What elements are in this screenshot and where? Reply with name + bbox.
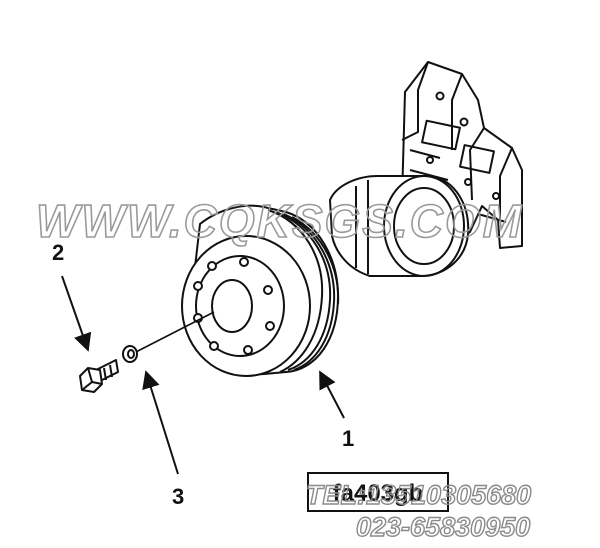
capscrew [79, 359, 119, 393]
fan-hub-housing [328, 175, 470, 277]
leader-arrows [61, 275, 345, 475]
leader-arrow-1 [319, 370, 345, 419]
leader-arrow-2 [61, 275, 92, 352]
website-watermark: WWW.CQKSGS.COM [35, 194, 524, 248]
washer [122, 345, 138, 363]
telephone-watermark: TEL:13510305680 [305, 479, 532, 510]
callout-1: 1 [342, 426, 355, 451]
phone-watermark: 023-65830950 [355, 511, 531, 542]
part-code-box: fa403gb [307, 472, 449, 512]
pulley [181, 204, 340, 377]
callout-2: 2 [52, 240, 65, 265]
assembly-axis-line [131, 311, 215, 355]
callout-3: 3 [172, 484, 185, 509]
part-code-label: fa403gb [332, 480, 424, 507]
leader-arrow-3 [142, 370, 179, 475]
